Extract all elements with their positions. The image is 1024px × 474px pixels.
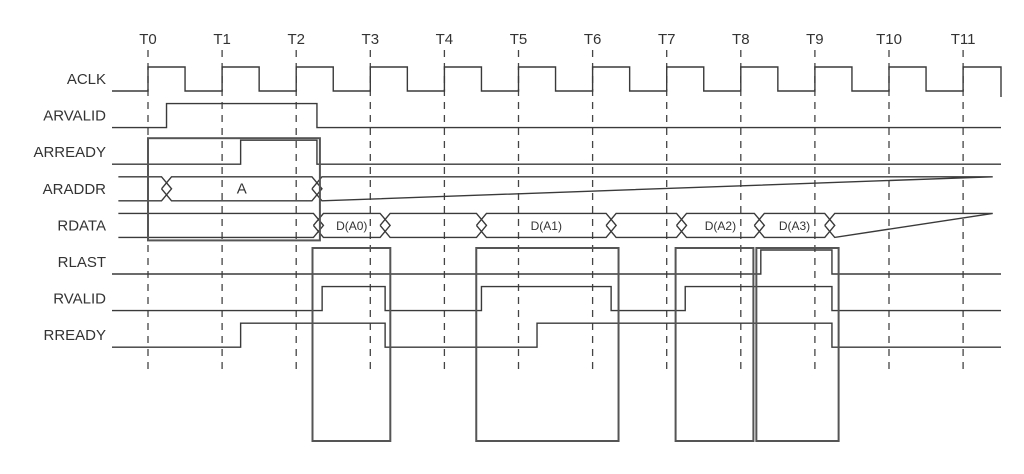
time-gridlines bbox=[147, 50, 964, 374]
signal-label-arready: ARREADY bbox=[33, 144, 106, 161]
waveforms: A D(A0) D(A1) D(A2) D(A3) bbox=[112, 66, 1002, 348]
bus-segment-araddr bbox=[311, 176, 993, 202]
signal-label-rlast: RLAST bbox=[58, 254, 106, 271]
tick-label-t2: T2 bbox=[287, 31, 305, 48]
beat-a2-box bbox=[674, 247, 755, 442]
tick-label-t9: T9 bbox=[806, 31, 824, 48]
tick-label-t3: T3 bbox=[362, 31, 380, 48]
bus-segment-rdata bbox=[753, 212, 836, 239]
tick-label-t11: T11 bbox=[951, 31, 976, 48]
tick-label-t1: T1 bbox=[213, 31, 231, 48]
bus-segment-rdata bbox=[379, 212, 488, 239]
signal-label-rdata: RDATA bbox=[57, 217, 106, 234]
signal-label-rready: RREADY bbox=[43, 327, 106, 344]
tick-label-t7: T7 bbox=[658, 31, 676, 48]
signal-label-arvalid: ARVALID bbox=[43, 108, 106, 125]
tick-label-t10: T10 bbox=[876, 31, 902, 48]
signal-label-rvalid: RVALID bbox=[53, 291, 106, 308]
waveform-rvalid bbox=[112, 285, 1001, 312]
beat-a1-box bbox=[475, 247, 620, 442]
bus-segment-rdata bbox=[312, 212, 392, 239]
signal-labels: ACLK ARVALID ARREADY ARADDR RDATA RLAST RVALID… bbox=[33, 71, 106, 344]
time-tick-labels: T0 T1 T2 T3 T4 T5 T6 T7 T8 T9 T10 T11 bbox=[139, 31, 975, 48]
tick-label-t8: T8 bbox=[732, 31, 750, 48]
waveform-rlast bbox=[112, 249, 1001, 275]
bus-segment-rdata bbox=[824, 212, 993, 239]
bus-segment-rdata bbox=[605, 212, 688, 239]
beat-a0-box bbox=[311, 247, 392, 442]
tick-label-t6: T6 bbox=[584, 31, 602, 48]
bus-segment-rdata bbox=[475, 212, 618, 239]
waveform-arvalid bbox=[112, 102, 1001, 129]
bus-value-label: D(A0) bbox=[336, 219, 367, 233]
highlight-boxes bbox=[147, 137, 840, 442]
signal-label-aclk: ACLK bbox=[67, 71, 106, 88]
address-phase-box bbox=[147, 137, 321, 242]
signal-label-araddr: ARADDR bbox=[43, 181, 107, 198]
waveform-arready bbox=[112, 139, 1001, 165]
beat-a3-box bbox=[755, 247, 840, 442]
bus-segment-rdata bbox=[118, 212, 325, 239]
bus-value-label: D(A3) bbox=[779, 219, 810, 233]
waveform-aclk bbox=[112, 66, 1002, 97]
bus-value-label: A bbox=[237, 180, 247, 197]
tick-label-t0: T0 bbox=[139, 31, 157, 48]
bus-value-label: D(A2) bbox=[705, 219, 736, 233]
waveform-rready bbox=[112, 322, 1001, 348]
bus-segment-araddr bbox=[160, 176, 323, 202]
bus-value-label: D(A1) bbox=[531, 219, 562, 233]
bus-segment-araddr bbox=[118, 176, 173, 202]
bus-segment-rdata bbox=[675, 212, 766, 239]
tick-label-t5: T5 bbox=[510, 31, 528, 48]
tick-label-t4: T4 bbox=[436, 31, 454, 48]
